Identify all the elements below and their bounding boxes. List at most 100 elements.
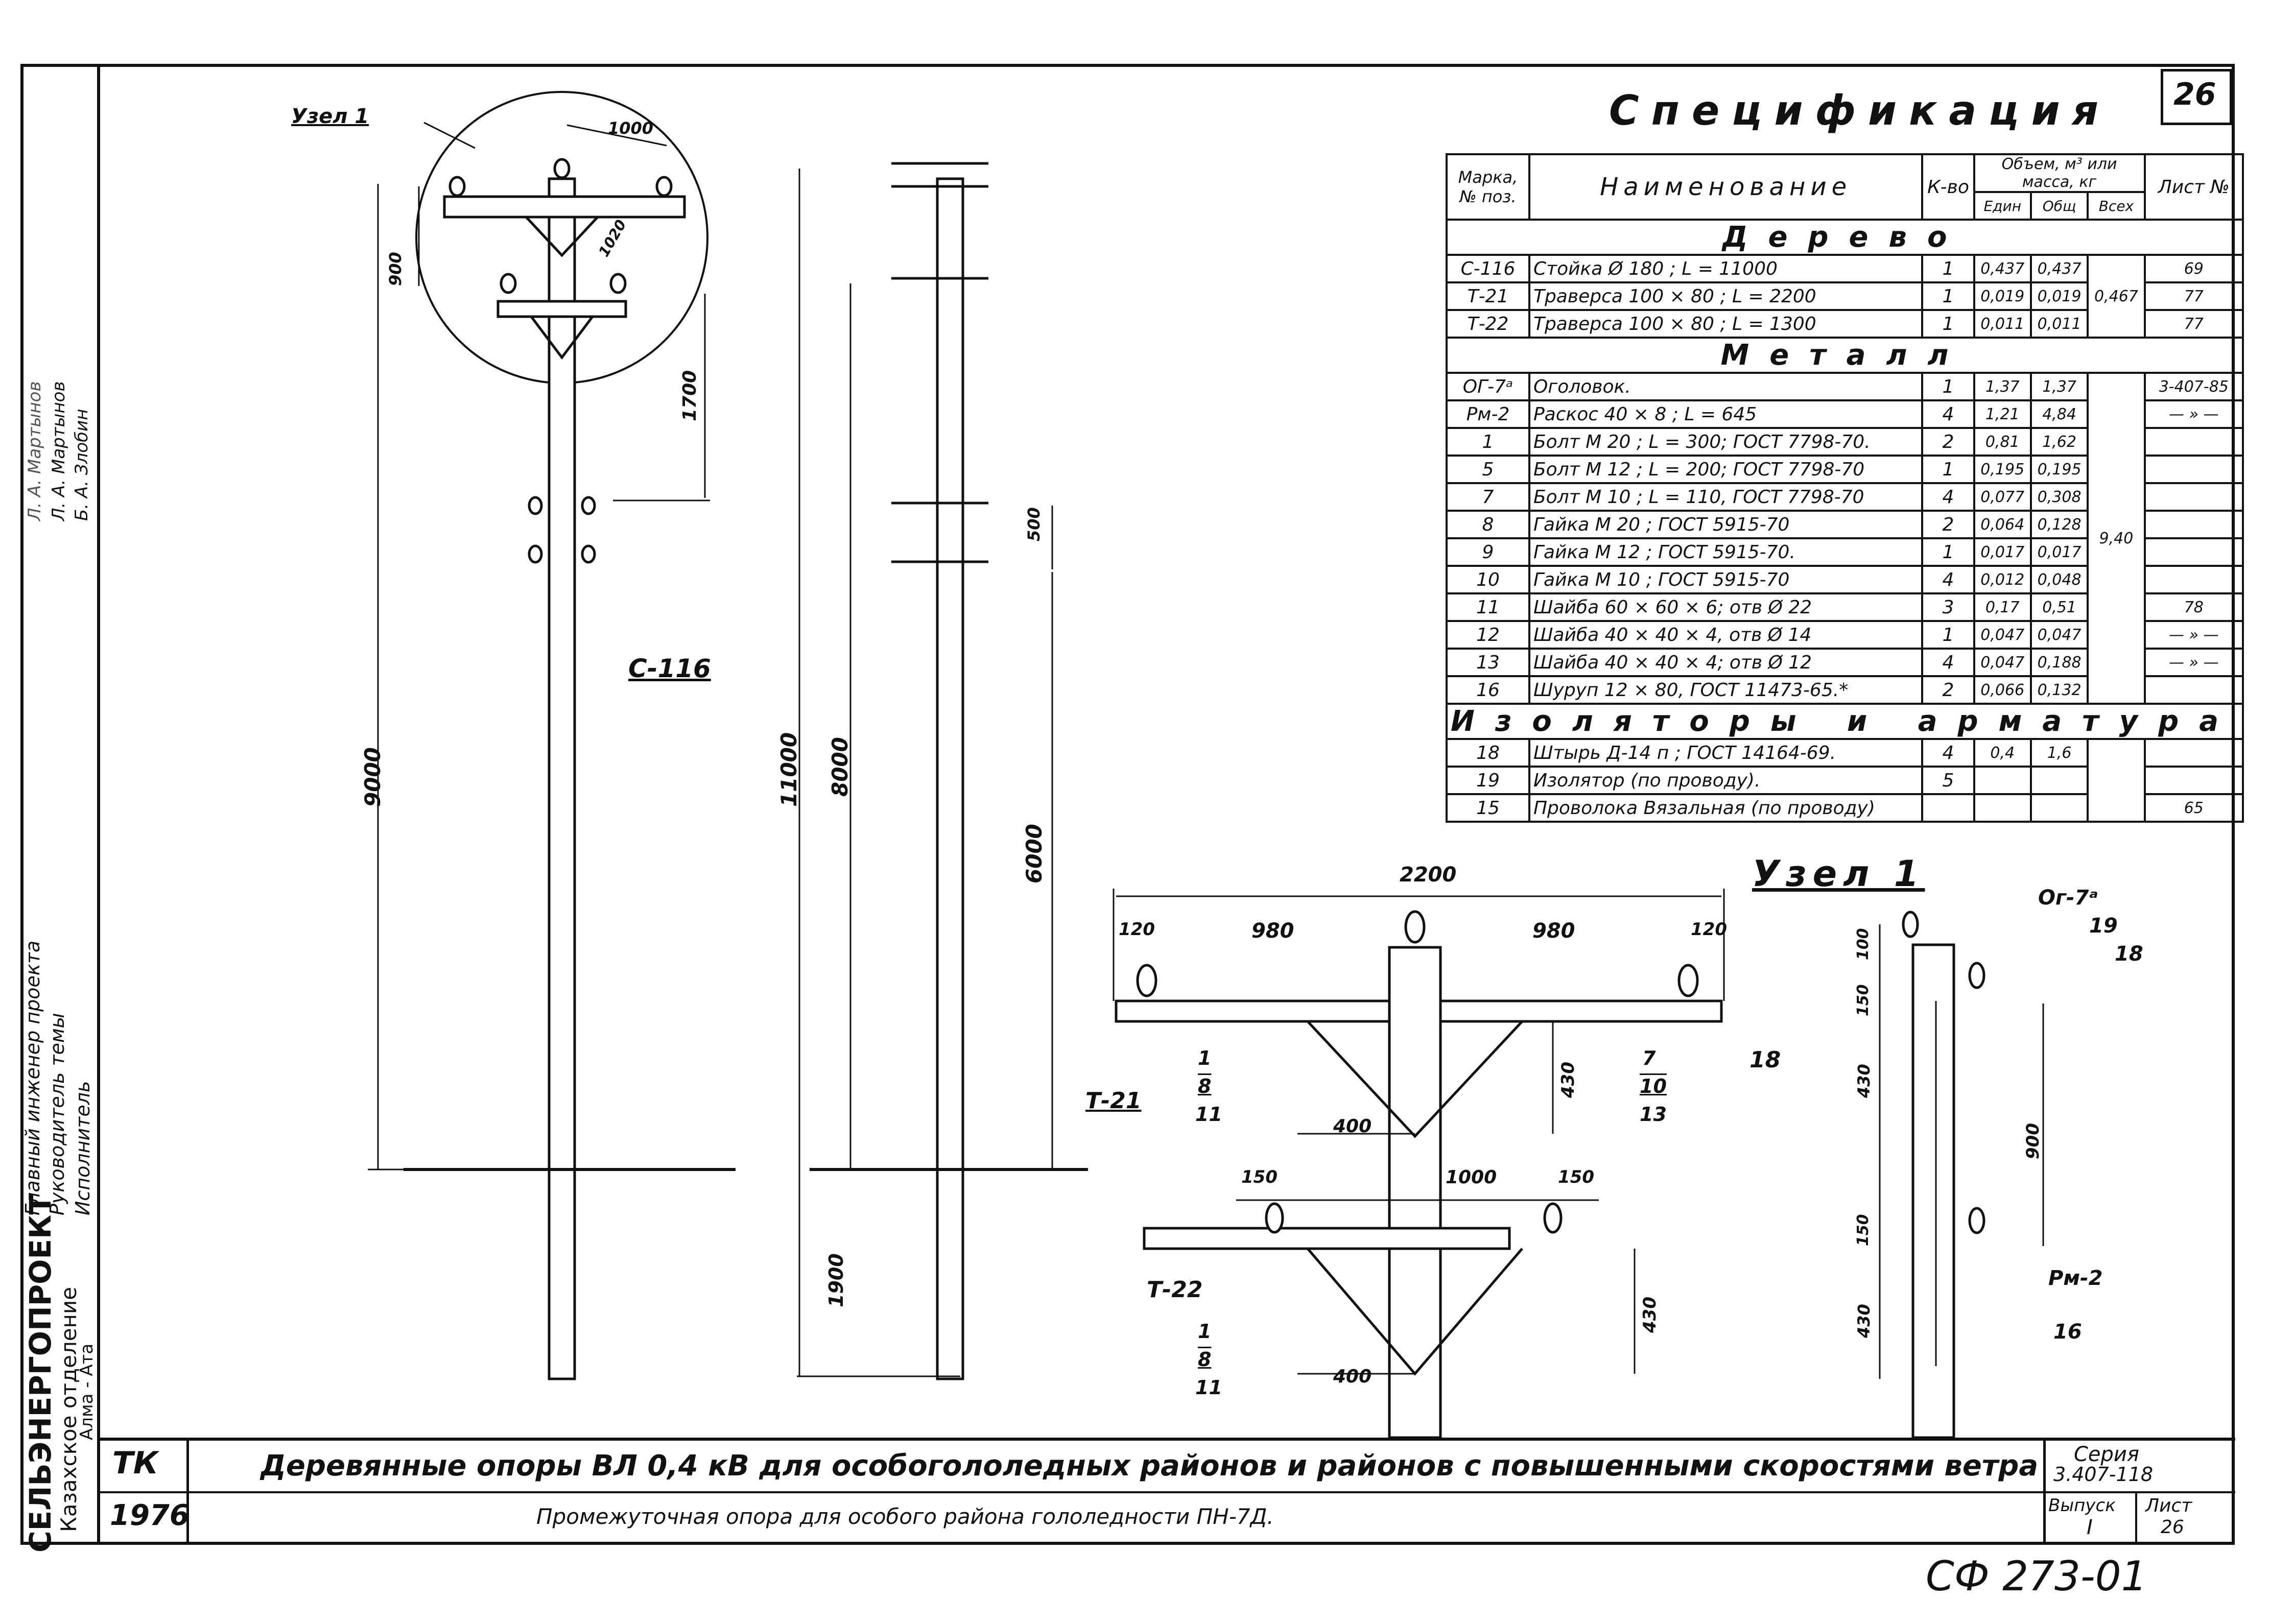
spec-cell-total: 1,6 (2029, 738, 2089, 768)
th-volume: Объем, м³ или масса, кг (1973, 153, 2146, 193)
spec-cell-total: 0,019 (2029, 281, 2089, 311)
label-og7: Ог-7ᵃ (2038, 886, 2098, 910)
dim-1900: 1900 (825, 1253, 847, 1307)
spec-cell-qty: 2 (1921, 510, 1975, 539)
spec-cell-qty: 1 (1921, 309, 1975, 339)
spec-cell-mark: 19 (1446, 766, 1530, 795)
spec-cell-mark: Т-22 (1446, 309, 1530, 339)
spec-cell-unit (1973, 766, 2032, 795)
sheet-label: Лист (2145, 1495, 2192, 1516)
spec-cell-sheet: — » — (2143, 648, 2244, 677)
spec-cell-qty: 1 (1921, 537, 1975, 567)
spec-cell-qty: 1 (1921, 254, 1975, 283)
spec-cell-sheet (2143, 510, 2244, 539)
spec-cell-qty: 4 (1921, 565, 1975, 594)
stamp-org-name: СЕЛЬЭНЕРГОПРОЕКТ (23, 1194, 58, 1553)
stamp-role-exec: Исполнитель (72, 1081, 94, 1215)
dim-11000: 11000 (776, 732, 801, 807)
left-brace-top (525, 216, 599, 257)
spec-cell-sheet (2143, 455, 2244, 484)
spec-cell-mark: 10 (1446, 565, 1530, 594)
spec-cell-mark: 5 (1446, 455, 1530, 484)
spec-cell-total: 0,195 (2029, 455, 2089, 484)
spec-cell-all: 0,467 (2087, 254, 2146, 339)
spec-cell-sheet: 77 (2143, 281, 2244, 311)
spec-cell-unit: 0,064 (1973, 510, 2032, 539)
series-value: 3.407-118 (2053, 1463, 2154, 1486)
spec-cell-sheet (2143, 565, 2244, 594)
side-stamp-border (97, 64, 100, 1545)
spec-cell-sheet (2143, 427, 2244, 457)
spec-cell-mark: Т-21 (1446, 281, 1530, 311)
spec-cell-unit: 1,21 (1973, 399, 2032, 429)
spec-section-title: Изоляторы и арматура (1445, 703, 2244, 740)
spec-cell-unit: 0,437 (1973, 254, 2032, 283)
label-group1-11: 11 (1195, 1103, 1222, 1126)
spec-section-title: Дерево (1445, 219, 2244, 256)
spec-cell-qty: 4 (1921, 399, 1975, 429)
label-group3-8: 8 (1198, 1348, 1212, 1371)
spec-cell-unit: 0,066 (1973, 675, 2032, 705)
spec-cell-total: 0,308 (2029, 482, 2089, 512)
left-crossarm-top (443, 195, 686, 219)
dim-980-left: 980 (1251, 919, 1294, 943)
title-block-col2 (2043, 1438, 2046, 1545)
spec-cell-sheet (2143, 537, 2244, 567)
th-total: Общ (2029, 191, 2089, 221)
spec-cell-qty (1921, 793, 1975, 823)
spec-cell-name: Гайка М 12 ; ГОСТ 5915-70. (1528, 537, 1924, 567)
dim-8000: 8000 (827, 737, 853, 797)
spec-cell-total: 0,437 (2029, 254, 2089, 283)
sheet-number-box (2161, 69, 2232, 125)
title-block-mid-rule (100, 1491, 2235, 1493)
label-t21: Т-21 (1085, 1088, 1142, 1114)
spec-cell-total: 1,37 (2029, 372, 2089, 401)
spec-cell-total: 0,017 (2029, 537, 2089, 567)
dim-150-left: 150 (1241, 1167, 1278, 1187)
dim-1000-cross: 1000 (1446, 1167, 1497, 1188)
label-group3-1: 1 (1198, 1320, 1212, 1343)
document-code: СФ 273-01 (1926, 1553, 2147, 1600)
th-all: Всех (2087, 191, 2146, 221)
spec-cell-total: 0,047 (2029, 620, 2089, 650)
label-16: 16 (2053, 1320, 2082, 1344)
dim-9000: 9000 (360, 747, 385, 807)
spec-cell-sheet (2143, 482, 2244, 512)
spec-cell-total: 0,048 (2029, 565, 2089, 594)
spec-cell-total: 0,128 (2029, 510, 2089, 539)
dim-430-node-top: 430 (1854, 1064, 1874, 1098)
spec-cell-sheet (2143, 675, 2244, 705)
spec-cell-mark: С-116 (1446, 254, 1530, 283)
stamp-org-city: Алма - Ата (77, 1343, 97, 1440)
label-group2-10: 10 (1640, 1075, 1667, 1097)
spec-cell-qty: 1 (1921, 281, 1975, 311)
th-unit: Един (1973, 191, 2032, 221)
spec-cell-mark: 11 (1446, 592, 1530, 622)
label-t22: Т-22 (1147, 1277, 1203, 1303)
th-mark: Марка, № поз. (1446, 153, 1530, 221)
label-group1-8: 8 (1198, 1075, 1212, 1097)
spec-cell-unit: 0,017 (1973, 537, 2032, 567)
stamp-name-1: Л. А. Мартынов (49, 381, 69, 521)
spec-cell-sheet: 78 (2143, 592, 2244, 622)
dim-900-node: 900 (2023, 1123, 2043, 1159)
node1-leader (423, 122, 476, 149)
label-group1-1: 1 (1198, 1047, 1212, 1069)
spec-cell-total: 1,62 (2029, 427, 2089, 457)
node1-title: Узел 1 (1752, 853, 1925, 895)
spec-cell-sheet: 69 (2143, 254, 2244, 283)
spec-cell-qty: 3 (1921, 592, 1975, 622)
